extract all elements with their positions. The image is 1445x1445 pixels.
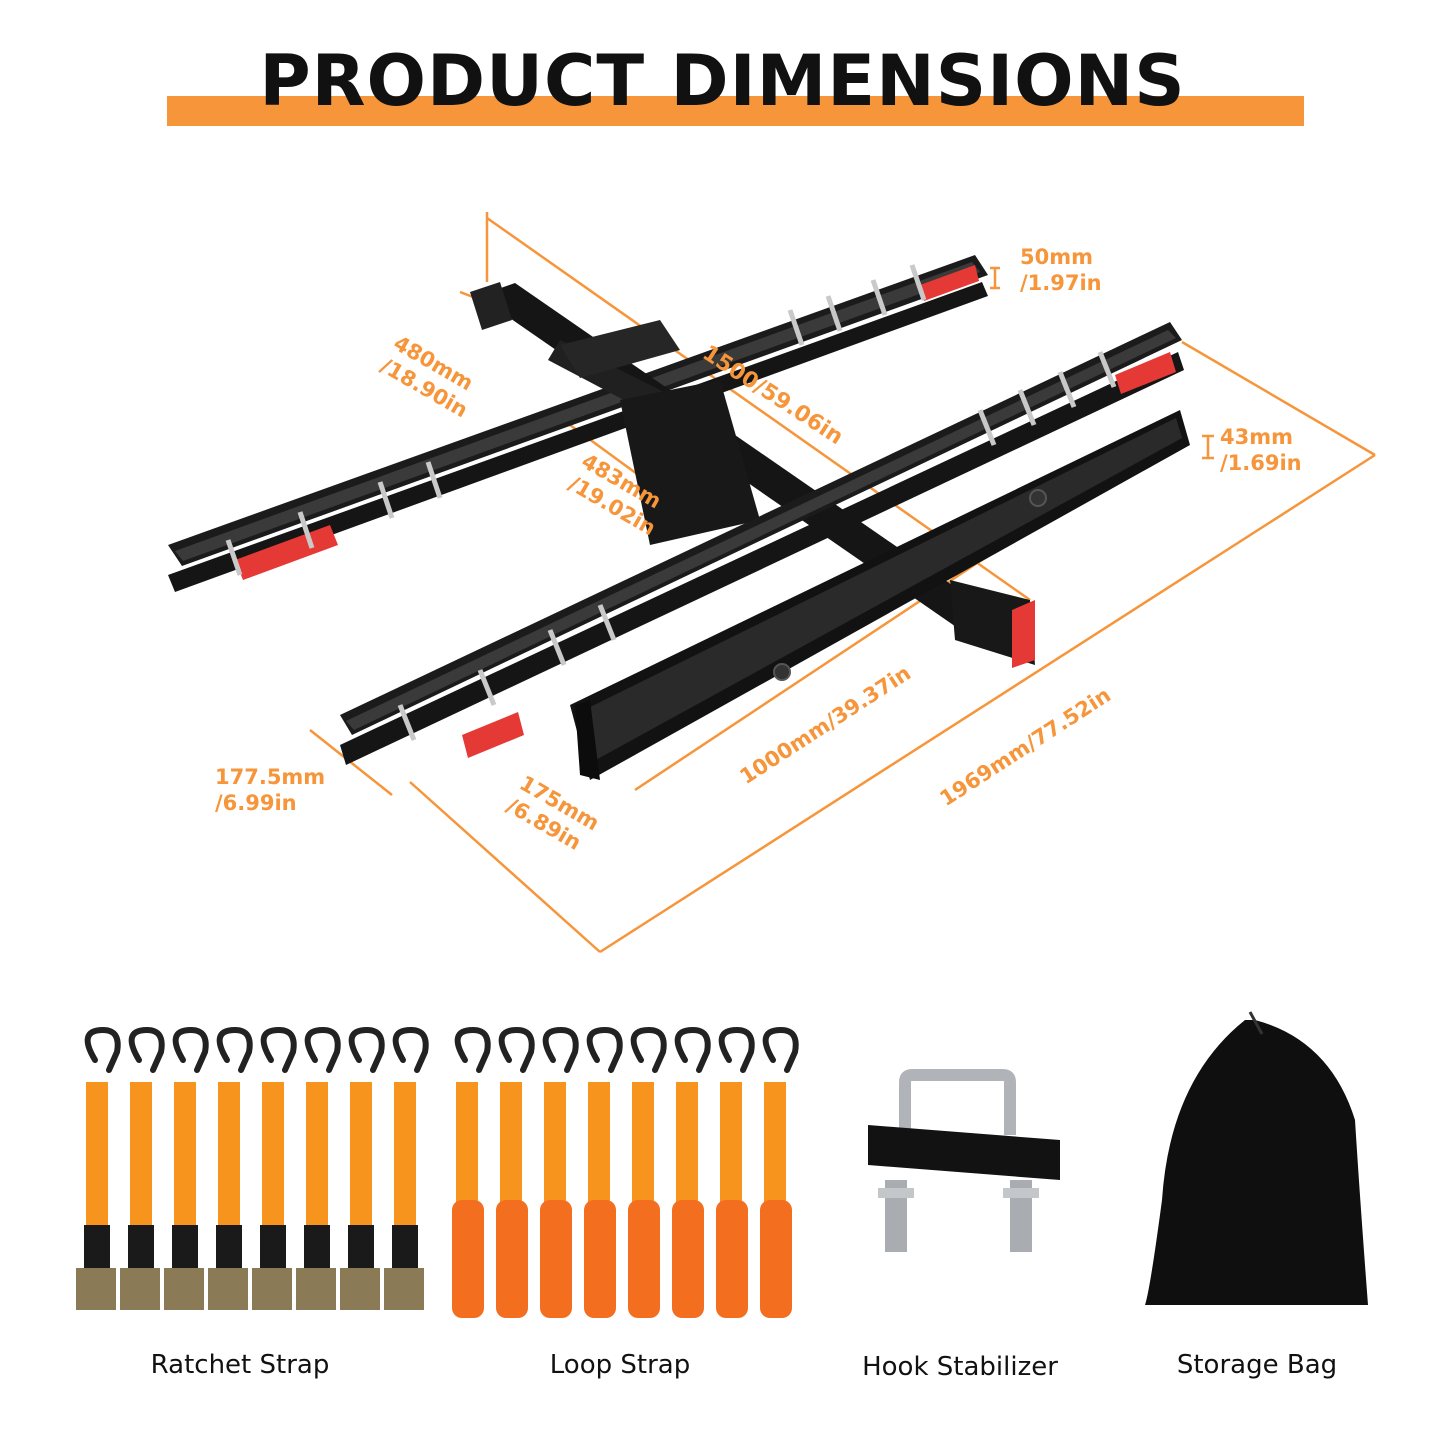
left-ramp: [168, 255, 988, 592]
page-title: PRODUCT DIMENSIONS: [259, 40, 1186, 122]
loop-strap-icon: [452, 1026, 799, 1318]
wheel-tray: [570, 410, 1190, 780]
dimension-label-end-width: 177.5mm/6.99in: [215, 765, 326, 816]
dimension-label-riser-height: 50mm/1.97in: [1020, 245, 1102, 296]
caption-loop-strap: Loop Strap: [549, 1350, 691, 1380]
storage-bag-icon: [1145, 1011, 1368, 1305]
hook-stabilizer-icon: [868, 1069, 1060, 1252]
caption-storage-bag: Storage Bag: [1176, 1350, 1338, 1380]
title-underline-bar: [167, 96, 1304, 126]
dimension-label-tray-height: 43mm/1.69in: [1220, 425, 1302, 476]
hitch-bar: [470, 282, 1010, 640]
caption-ratchet-strap: Ratchet Strap: [150, 1350, 330, 1380]
caption-hook-stabilizer: Hook Stabilizer: [862, 1352, 1058, 1382]
right-ramp: [340, 322, 1184, 765]
ratchet-strap-icon: [76, 1026, 429, 1310]
